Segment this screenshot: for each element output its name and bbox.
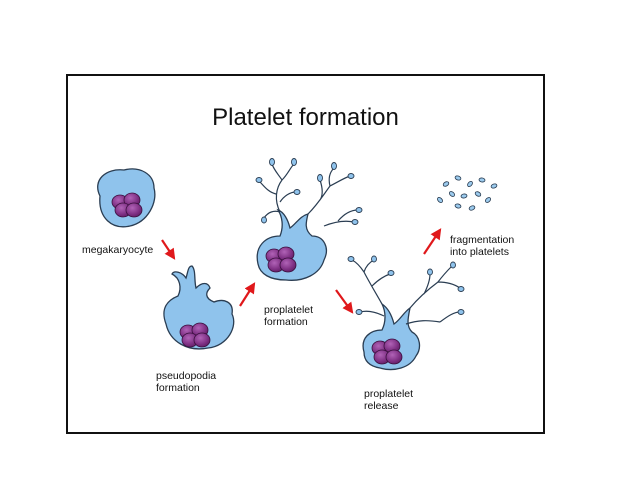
pseudopodia-nucleus [179,322,211,348]
proplatelet-branches [259,163,359,227]
proplatelet-tips [255,158,363,225]
release-tips [347,255,465,315]
arrow-3 [335,289,354,314]
release-branches [351,259,461,325]
arrow-4 [423,228,442,255]
label-proplatelet-release: proplatelet release [364,388,414,412]
label-megakaryocyte: megakaryocyte [82,244,154,256]
proplatelet-release-cell [347,255,465,371]
proplatelet-release-nucleus [371,338,403,365]
megakaryocyte-nucleus [111,192,143,218]
diagram-title: Platelet formation [212,104,399,131]
pseudopodia-cell [163,265,235,350]
megakaryocyte-cell [97,168,156,228]
proplatelet-formation-nucleus [265,246,297,273]
label-proplatelet-formation: proplatelet formation [264,304,314,328]
label-pseudopodia-formation: pseudopodia formation [156,370,217,394]
diagram-frame: Platelet formation [66,74,545,434]
arrow-1 [161,239,176,260]
platelets [437,175,498,211]
platelet-formation-diagram [97,158,498,371]
label-fragmentation: fragmentation into platelets [450,234,515,258]
proplatelet-formation-cell [255,158,363,281]
arrow-2 [239,282,256,307]
